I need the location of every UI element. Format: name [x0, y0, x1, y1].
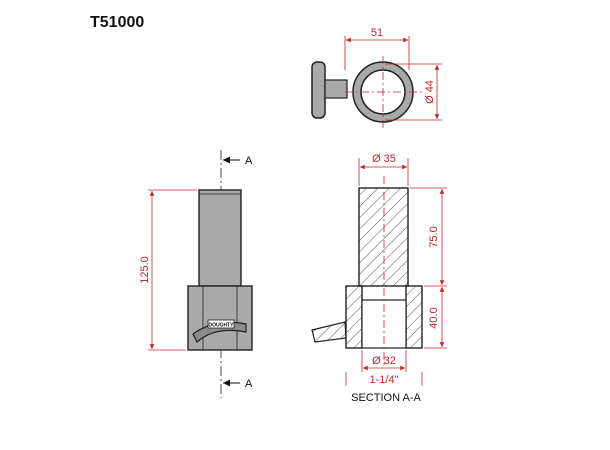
- section-wall-right: [405, 285, 423, 349]
- dim-bore-diameter: Ø 32: [372, 355, 396, 367]
- section-wall-left: [345, 285, 363, 349]
- section-label-top: A: [245, 155, 253, 167]
- dim-section-diameter-top: Ø 35: [372, 153, 396, 165]
- knob-stem: [324, 79, 348, 99]
- spigot-pin: [198, 189, 242, 287]
- dim-top-diameter: Ø 44: [424, 80, 436, 104]
- top-view: 51 Ø 44: [311, 27, 442, 128]
- logo-text: DOUGHTY: [209, 323, 235, 329]
- clamp-knob: [311, 61, 326, 119]
- logo-plate: [207, 319, 235, 329]
- dim-overall-height: 125.0: [139, 256, 151, 284]
- dim-top-width: 51: [371, 27, 383, 39]
- section-pin: [358, 187, 409, 287]
- drawing-title: T51000: [90, 14, 145, 31]
- dim-section-height-upper: 75.0: [428, 226, 440, 247]
- section-view: Ø 35 75.0 40.0 Ø 32 1-1/4" SECTION A-A: [311, 153, 447, 404]
- section-label-bottom: A: [245, 378, 253, 390]
- dim-section-height-lower: 40.0: [428, 307, 440, 328]
- section-bolt: [311, 321, 347, 343]
- dim-thread: 1-1/4": [370, 374, 399, 386]
- front-view: A A DOUGHTY 125.0: [139, 150, 253, 398]
- section-caption: SECTION A-A: [351, 392, 421, 404]
